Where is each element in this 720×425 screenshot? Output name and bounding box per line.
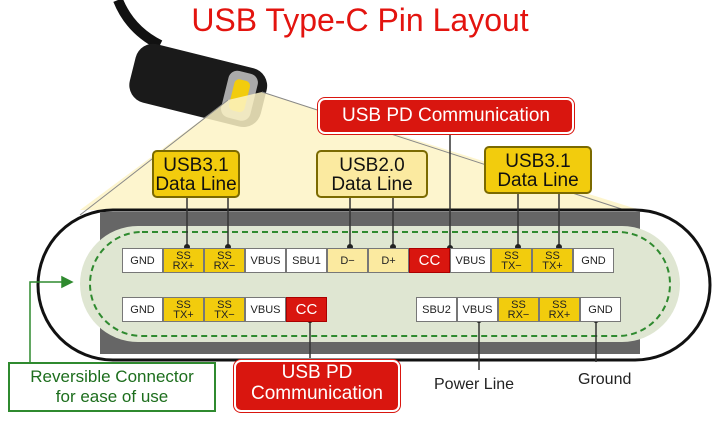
pin-label: SS <box>176 298 191 311</box>
pin-label: GND <box>130 254 155 267</box>
pin-top_row-5: D− <box>327 248 368 273</box>
pin-bottom_row_left-0: GND <box>122 297 163 322</box>
pin-top_row-0: GND <box>122 248 163 273</box>
usb31-right-line1: USB3.1 <box>505 151 571 172</box>
pd-bottom-label: USB PD Communication <box>234 360 400 412</box>
pin-top_row-6: D+ <box>368 248 409 273</box>
pin-label: SS <box>545 249 560 262</box>
pin-label: SS <box>552 298 567 311</box>
pin-bottom_row_left-4: CC <box>286 297 327 322</box>
pin-label: CC <box>295 300 318 318</box>
pin-label: SBU2 <box>422 303 451 316</box>
usb31-right-label: USB3.1 Data Line <box>484 146 592 194</box>
usb31-left-line2: Data Line <box>155 174 237 195</box>
pin-label: SS <box>511 298 526 311</box>
reversible-line2: for ease of use <box>55 387 169 406</box>
pin-top_row-8: VBUS <box>450 248 491 273</box>
pin-label: VBUS <box>462 303 493 316</box>
pin-sublabel: TX+ <box>173 308 194 321</box>
pin-sublabel: RX+ <box>548 308 571 321</box>
pin-sublabel: TX− <box>214 308 235 321</box>
pin-label: D− <box>340 254 355 267</box>
pin-sublabel: RX− <box>213 259 236 272</box>
usb31-left-line1: USB3.1 <box>163 155 229 176</box>
pin-sublabel: TX− <box>501 259 522 272</box>
pin-bottom_row_left-3: VBUS <box>245 297 286 322</box>
pin-label: D+ <box>381 254 396 267</box>
pin-label: GND <box>588 303 613 316</box>
leader-lines <box>29 130 597 370</box>
pin-top_row-7: CC <box>409 248 450 273</box>
pin-label: SS <box>176 249 191 262</box>
pin-label: VBUS <box>250 254 281 267</box>
pin-top_row-4: SBU1 <box>286 248 327 273</box>
pd-bottom-line1: USB PD <box>281 362 353 383</box>
reversible-label: Reversible Connector for ease of use <box>8 362 216 412</box>
pd-bottom-line2: Communication <box>251 383 383 404</box>
pin-top_row-3: VBUS <box>245 248 286 273</box>
pd-top-label: USB PD Communication <box>318 98 574 134</box>
pin-label: VBUS <box>250 303 281 316</box>
pin-sublabel: TX+ <box>542 259 563 272</box>
pin-label: GND <box>130 303 155 316</box>
pin-sublabel: RX− <box>507 308 530 321</box>
pin-label: GND <box>581 254 606 267</box>
pin-label: SS <box>504 249 519 262</box>
power-line-label: Power Line <box>434 376 515 393</box>
pin-sublabel: RX+ <box>172 259 195 272</box>
usb20-label: USB2.0 Data Line <box>316 150 428 198</box>
usb20-line2: Data Line <box>331 174 413 195</box>
pin-bottom_row_right-1: VBUS <box>457 297 498 322</box>
pin-label: CC <box>418 251 441 269</box>
pin-bottom_row_right-4: GND <box>580 297 621 322</box>
cable-icon <box>113 0 163 50</box>
pin-bottom_row_right-0: SBU2 <box>416 297 457 322</box>
pin-label: SS <box>217 298 232 311</box>
pin-label: VBUS <box>455 254 486 267</box>
tongue <box>80 226 680 342</box>
usb31-left-label: USB3.1 Data Line <box>152 150 240 198</box>
pin-top_row-11: GND <box>573 248 614 273</box>
usb20-line1: USB2.0 <box>339 155 405 176</box>
pin-label: SBU1 <box>292 254 321 267</box>
pin-label: SS <box>217 249 232 262</box>
page-title: USB Type-C Pin Layout <box>191 2 529 38</box>
reversible-line1: Reversible Connector <box>30 367 194 386</box>
ground-label: Ground <box>578 371 632 388</box>
usb31-right-line2: Data Line <box>497 170 579 191</box>
